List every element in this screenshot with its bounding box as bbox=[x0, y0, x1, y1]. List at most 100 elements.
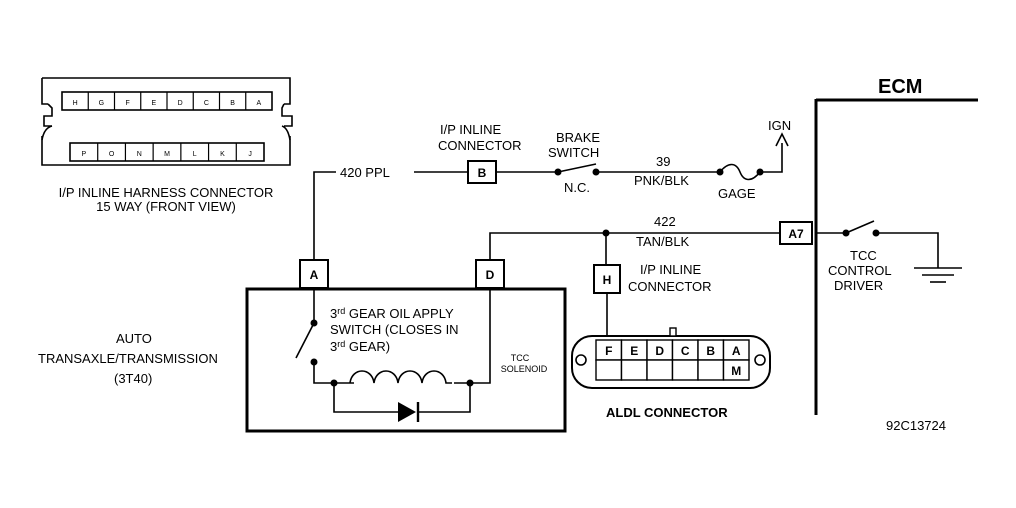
diode-loop bbox=[333, 383, 471, 413]
wire-420: 420 PPL bbox=[313, 165, 468, 260]
harness-connector-shell-top bbox=[41, 77, 291, 105]
pin-h-label: H bbox=[603, 273, 612, 287]
wire-422: 422 TAN/BLK bbox=[489, 214, 780, 265]
harness-bottom-pin: M bbox=[164, 151, 170, 158]
brake-switch: BRAKE SWITCH N.C. 39 PNK/BLK bbox=[496, 130, 720, 195]
aldl-caption: ALDL CONNECTOR bbox=[606, 405, 728, 420]
harness-connector-shell-bottom bbox=[41, 136, 291, 166]
pin-a-box bbox=[299, 259, 329, 289]
wire-422-color: TAN/BLK bbox=[636, 234, 690, 249]
transaxle: A D AUTO TRANSAXLE/TRANSMISSION (3T40) 3… bbox=[38, 259, 567, 433]
harness-bottom-row bbox=[69, 142, 265, 162]
figure-id: 92C13724 bbox=[886, 418, 946, 433]
driver-switch-arm bbox=[845, 220, 875, 234]
harness-top-pin: B bbox=[230, 100, 235, 107]
ecm-tcc-driver: A7 TCC CONTROL DRIVER bbox=[779, 220, 962, 293]
solenoid-label1: TCC bbox=[511, 353, 530, 363]
pin-a7-label: A7 bbox=[788, 227, 804, 241]
gear-switch-label3: 3rd GEAR) bbox=[330, 339, 390, 354]
wire-39-label: 39 bbox=[656, 154, 670, 169]
wire-420-left bbox=[313, 171, 336, 260]
driver-label1: TCC bbox=[850, 248, 877, 263]
ip-inline-h-label1: I/P INLINE bbox=[640, 262, 702, 277]
wire-420-label: 420 PPL bbox=[340, 165, 390, 180]
pin-a-label: A bbox=[310, 268, 319, 282]
aldl-hole-right bbox=[754, 354, 766, 366]
gear-switch-label1: 3rd GEAR OIL APPLY bbox=[330, 306, 454, 321]
gear-switch-arm bbox=[295, 322, 315, 359]
transaxle-label2: TRANSAXLE/TRANSMISSION bbox=[38, 351, 218, 366]
ign-arrow-icon bbox=[775, 132, 789, 147]
aldl-bottom-pin: M bbox=[731, 364, 741, 378]
ip-inline-connector-b: I/P INLINE CONNECTOR B bbox=[438, 122, 522, 184]
ecm-title: ECM bbox=[878, 76, 922, 98]
harness-top-pin: H bbox=[73, 100, 78, 107]
harness-top-pin: E bbox=[152, 100, 157, 107]
harness-bottom-pin: J bbox=[248, 151, 252, 158]
harness-connector-curve bbox=[41, 125, 291, 141]
wire-to-ground bbox=[876, 232, 939, 268]
pin-b-label: B bbox=[478, 166, 487, 180]
wire-to-ign bbox=[760, 143, 783, 173]
diode-icon bbox=[398, 402, 416, 422]
solenoid-label2: SOLENOID bbox=[501, 364, 548, 374]
ecm-block: ECM bbox=[814, 76, 978, 415]
aldl-top-pin: E bbox=[630, 344, 638, 358]
aldl-top-pin: D bbox=[655, 344, 664, 358]
driver-label2: CONTROL bbox=[828, 263, 892, 278]
gear-switch-label2: SWITCH (CLOSES IN bbox=[330, 322, 459, 337]
aldl-bottom-cell bbox=[595, 359, 623, 381]
wire-422-line bbox=[489, 232, 780, 260]
pin-d-box bbox=[475, 259, 505, 289]
aldl-top-pin: B bbox=[706, 344, 715, 358]
gage-fuse-symbol bbox=[719, 163, 761, 181]
brake-switch-label2: SWITCH bbox=[548, 145, 599, 160]
harness-top-pin: C bbox=[204, 100, 209, 107]
aldl-bottom-cell bbox=[697, 359, 725, 381]
harness-bottom-pin: L bbox=[193, 151, 197, 158]
harness-top-pin: G bbox=[99, 100, 104, 107]
aldl-top-pin: F bbox=[605, 344, 612, 358]
gage-label: GAGE bbox=[718, 186, 756, 201]
wire-422-label: 422 bbox=[654, 214, 676, 229]
ip-inline-connector-h: H I/P INLINE CONNECTOR bbox=[593, 262, 712, 345]
wire-39-color: PNK/BLK bbox=[634, 173, 689, 188]
transaxle-label3: (3T40) bbox=[114, 371, 152, 386]
pin-d-label: D bbox=[486, 268, 495, 282]
harness-bottom-pin: O bbox=[109, 151, 115, 158]
brake-switch-arm bbox=[557, 163, 597, 173]
harness-bottom-pin: N bbox=[137, 151, 142, 158]
harness-bottom-pin: P bbox=[82, 151, 87, 158]
coil-gap bbox=[354, 377, 454, 385]
transaxle-label1: AUTO bbox=[116, 331, 152, 346]
aldl-top-pin: C bbox=[681, 344, 690, 358]
aldl-connector: F E D C B AM ALDL CONNECTOR bbox=[571, 327, 771, 420]
ip-inline-h-label2: CONNECTOR bbox=[628, 279, 712, 294]
harness-top-pin: F bbox=[125, 100, 129, 107]
harness-caption-line1: I/P INLINE HARNESS CONNECTOR bbox=[59, 185, 274, 200]
transaxle-box bbox=[245, 287, 567, 433]
brake-switch-state: N.C. bbox=[564, 180, 590, 195]
aldl-key bbox=[669, 327, 677, 337]
aldl-bottom-cell bbox=[671, 359, 699, 381]
ip-inline-b-label2: CONNECTOR bbox=[438, 138, 522, 153]
harness-connector: H G F E D C B A P O N M L K J I/P INLINE HARNESS CONN… bbox=[41, 77, 293, 214]
harness-bottom-pin: K bbox=[220, 151, 225, 158]
aldl-bottom-cell bbox=[722, 359, 750, 381]
pin-a7-box bbox=[779, 221, 813, 245]
driver-label3: DRIVER bbox=[834, 278, 883, 293]
aldl-bottom-cell bbox=[646, 359, 674, 381]
harness-top-pin: D bbox=[178, 100, 183, 107]
brake-switch-label1: BRAKE bbox=[556, 130, 600, 145]
harness-top-pin: A bbox=[257, 100, 262, 107]
aldl-top-pin: A bbox=[732, 344, 741, 358]
harness-connector-latch bbox=[43, 103, 293, 127]
coil-icon bbox=[349, 370, 452, 384]
ign-label: IGN bbox=[768, 118, 791, 133]
ip-inline-b-label1: I/P INLINE bbox=[440, 122, 502, 137]
gage-fuse: GAGE IGN bbox=[716, 118, 791, 201]
aldl-hole-left bbox=[575, 354, 587, 366]
aldl-bottom-cell bbox=[620, 359, 648, 381]
harness-caption-line2: 15 WAY (FRONT VIEW) bbox=[96, 199, 236, 214]
